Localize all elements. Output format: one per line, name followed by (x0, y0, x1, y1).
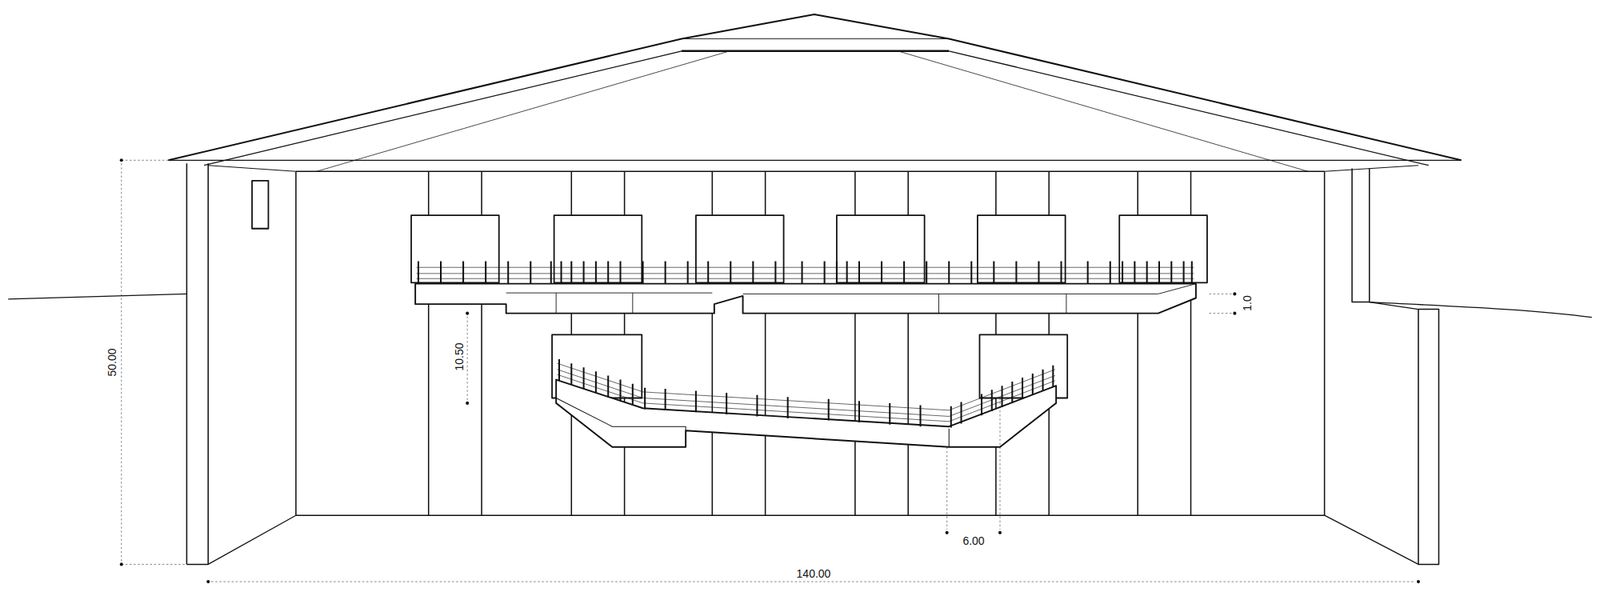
ceiling-line (208, 165, 1419, 172)
railing-post (559, 359, 1053, 428)
back-wall (296, 171, 1325, 516)
roof-ridge (681, 38, 949, 40)
right-wall (1352, 168, 1370, 303)
upper-walkway (415, 284, 1196, 314)
dimension-label: 10.50 (452, 340, 466, 372)
ceiling-line (296, 171, 1325, 173)
opening (1119, 215, 1208, 283)
right-wall (1418, 309, 1440, 565)
dimension-label: 1.0 (1240, 293, 1254, 312)
opening (696, 215, 784, 283)
dimension-label: 6.00 (960, 534, 986, 548)
ground-line (8, 293, 187, 299)
opening (836, 215, 925, 283)
roof-ridge (681, 50, 949, 53)
roof-rafter (316, 51, 1308, 172)
right-wall (1369, 302, 1419, 310)
railing (416, 267, 1194, 279)
lower-openings (552, 334, 1068, 398)
left-wall (186, 163, 208, 564)
dimension-label: 140.00 (795, 567, 833, 580)
ground-line (1369, 302, 1592, 318)
dimension-label: 50.00 (105, 346, 119, 378)
roof-outline (168, 14, 1461, 160)
walkway-edge (506, 284, 1196, 314)
wall-pilaster (428, 171, 1192, 516)
window (252, 180, 268, 229)
floor-edge (208, 515, 1419, 564)
dimension-dots (120, 158, 1420, 584)
opening (554, 215, 643, 283)
roof-eave (168, 160, 1461, 161)
dimension-line (121, 160, 1416, 582)
railing-post (418, 261, 1192, 284)
roof-underside (204, 51, 1429, 166)
opening (977, 215, 1066, 283)
